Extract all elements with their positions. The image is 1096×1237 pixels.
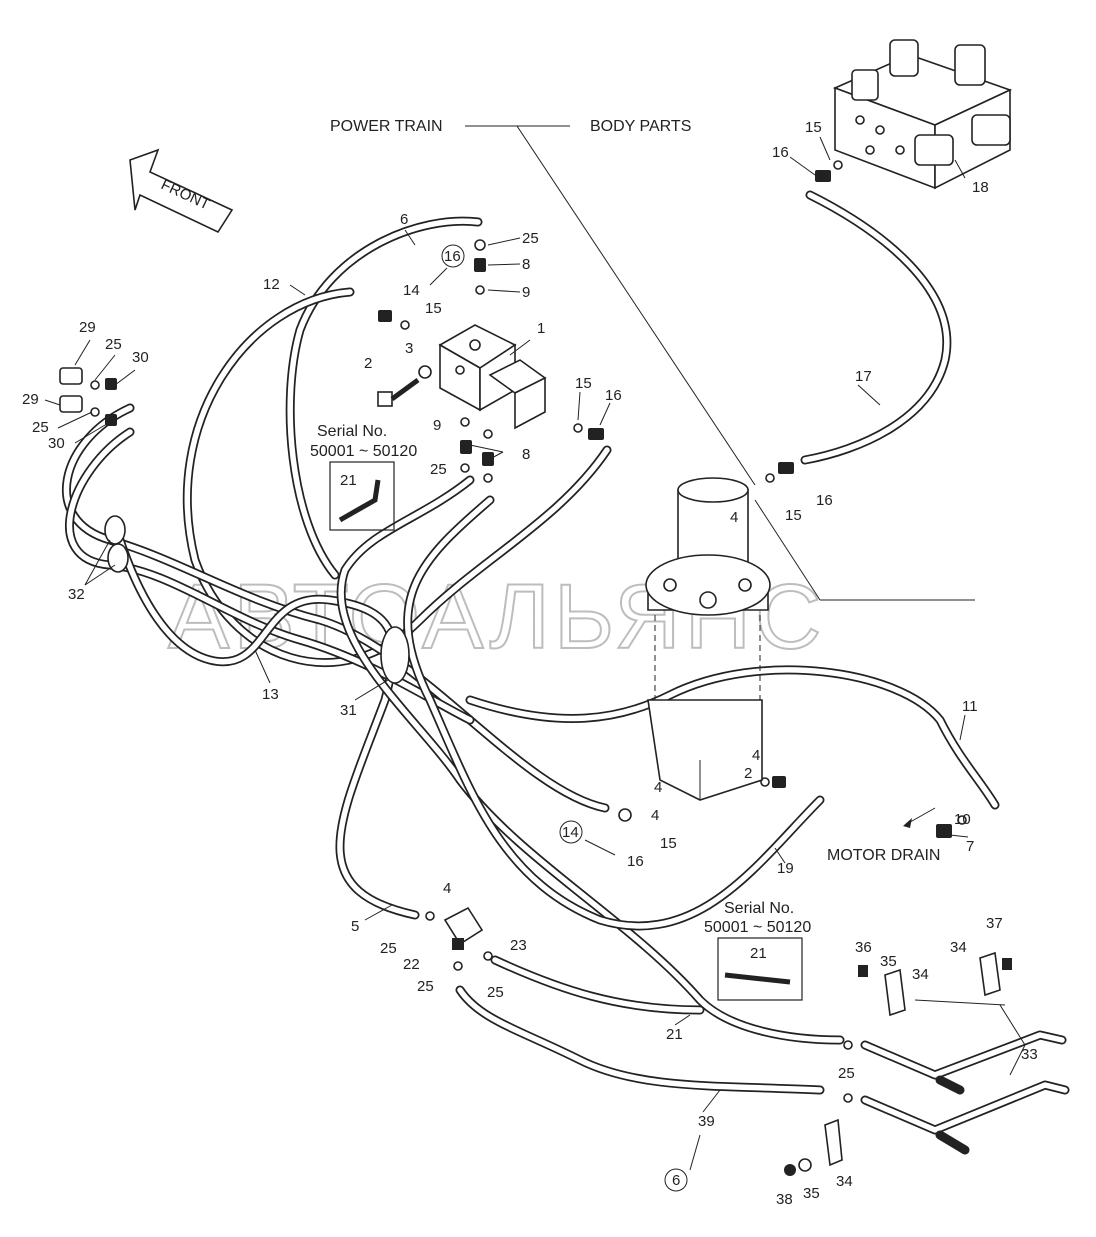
leader-lines xyxy=(44,136,1026,1113)
svg-text:15: 15 xyxy=(425,300,442,317)
svg-text:19: 19 xyxy=(777,860,794,877)
svg-text:16: 16 xyxy=(772,144,789,161)
svg-text:16: 16 xyxy=(444,248,461,265)
svg-text:4: 4 xyxy=(654,779,662,796)
svg-text:25: 25 xyxy=(487,984,504,1001)
svg-text:3: 3 xyxy=(405,340,413,357)
clamp-31 xyxy=(380,626,410,684)
svg-text:Serial No.: Serial No. xyxy=(724,900,794,917)
svg-text:34: 34 xyxy=(912,966,929,983)
svg-text:32: 32 xyxy=(68,586,85,603)
tee-22 xyxy=(443,906,484,950)
ref-16: 16 xyxy=(429,244,465,286)
svg-text:25: 25 xyxy=(522,230,539,247)
svg-text:21: 21 xyxy=(750,945,767,962)
svg-text:22: 22 xyxy=(403,956,420,973)
svg-text:6: 6 xyxy=(400,211,408,228)
svg-text:14: 14 xyxy=(403,282,420,299)
svg-text:25: 25 xyxy=(32,419,49,436)
svg-text:1: 1 xyxy=(537,320,545,337)
left-fittings xyxy=(59,367,117,426)
svg-text:30: 30 xyxy=(132,349,149,366)
svg-text:16: 16 xyxy=(816,492,833,509)
svg-text:18: 18 xyxy=(972,179,989,196)
svg-text:39: 39 xyxy=(698,1113,715,1130)
svg-text:4: 4 xyxy=(443,880,451,897)
svg-text:15: 15 xyxy=(785,507,802,524)
serial-note-2: Serial No. 50001 ~ 50120 21 xyxy=(704,900,811,1001)
svg-text:25: 25 xyxy=(430,461,447,478)
svg-text:25: 25 xyxy=(417,978,434,995)
svg-text:4: 4 xyxy=(730,509,738,526)
motor-drain-label: MOTOR DRAIN xyxy=(827,847,940,864)
svg-text:10: 10 xyxy=(954,811,971,828)
svg-text:21: 21 xyxy=(666,1026,683,1043)
pipes-33 xyxy=(860,1030,1070,1155)
svg-text:15: 15 xyxy=(805,119,822,136)
svg-text:8: 8 xyxy=(522,256,530,273)
svg-text:14: 14 xyxy=(562,824,579,841)
bolt-2 xyxy=(377,365,432,407)
svg-text:25: 25 xyxy=(105,336,122,353)
svg-text:2: 2 xyxy=(364,355,372,372)
svg-text:29: 29 xyxy=(22,391,39,408)
svg-text:50001 ~ 50120: 50001 ~ 50120 xyxy=(310,443,417,460)
svg-text:13: 13 xyxy=(262,686,279,703)
svg-text:15: 15 xyxy=(575,375,592,392)
fittings xyxy=(378,160,967,1103)
svg-text:12: 12 xyxy=(263,276,280,293)
control-valve-18 xyxy=(832,39,1013,190)
serial-note-1: Serial No. 50001 ~ 50120 21 xyxy=(310,423,417,531)
valve-block-1 xyxy=(438,324,547,430)
svg-text:33: 33 xyxy=(1021,1046,1038,1063)
svg-text:4: 4 xyxy=(752,747,760,764)
callouts: 1 2 3 6 25 8 9 14 15 12 9 8 25 15 16 15 … xyxy=(22,119,1038,1208)
ref-14: 14 xyxy=(559,820,616,856)
svg-text:4: 4 xyxy=(651,807,659,824)
svg-text:Serial No.: Serial No. xyxy=(317,423,387,440)
svg-text:7: 7 xyxy=(966,838,974,855)
svg-text:16: 16 xyxy=(627,853,644,870)
svg-text:29: 29 xyxy=(79,319,96,336)
svg-text:30: 30 xyxy=(48,435,65,452)
svg-text:2: 2 xyxy=(744,765,752,782)
svg-text:35: 35 xyxy=(880,953,897,970)
ref-6: 6 xyxy=(664,1134,701,1192)
svg-text:25: 25 xyxy=(380,940,397,957)
svg-text:36: 36 xyxy=(855,939,872,956)
svg-text:37: 37 xyxy=(986,915,1003,932)
svg-text:9: 9 xyxy=(433,417,441,434)
svg-text:50001 ~ 50120: 50001 ~ 50120 xyxy=(704,919,811,936)
svg-text:15: 15 xyxy=(660,835,677,852)
svg-text:17: 17 xyxy=(855,368,872,385)
body-parts-label: BODY PARTS xyxy=(590,118,691,135)
svg-text:9: 9 xyxy=(522,284,530,301)
svg-text:34: 34 xyxy=(950,939,967,956)
front-arrow: FRONT xyxy=(129,148,234,234)
svg-text:38: 38 xyxy=(776,1191,793,1208)
clamp-32 xyxy=(104,515,129,573)
svg-text:16: 16 xyxy=(605,387,622,404)
svg-text:21: 21 xyxy=(340,472,357,489)
svg-text:5: 5 xyxy=(351,918,359,935)
svg-text:25: 25 xyxy=(838,1065,855,1082)
svg-text:31: 31 xyxy=(340,702,357,719)
svg-text:6: 6 xyxy=(672,1172,680,1189)
power-train-label: POWER TRAIN xyxy=(330,118,443,135)
svg-text:11: 11 xyxy=(962,698,978,715)
swivel-joint xyxy=(645,477,771,801)
hose-group xyxy=(61,190,1000,1095)
svg-text:23: 23 xyxy=(510,937,527,954)
svg-text:35: 35 xyxy=(803,1185,820,1202)
svg-text:34: 34 xyxy=(836,1173,853,1190)
svg-text:8: 8 xyxy=(522,446,530,463)
clamps-34 xyxy=(784,951,1012,1176)
